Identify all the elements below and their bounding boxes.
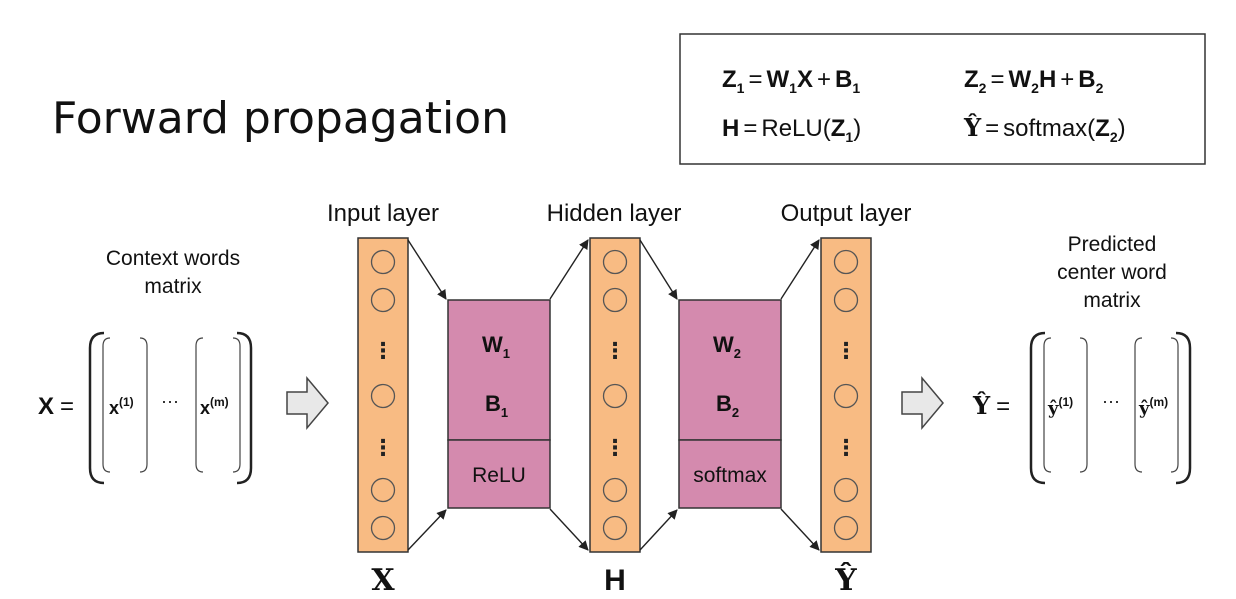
svg-text:⋮: ⋮ (604, 338, 626, 363)
context-right-bracket (236, 331, 253, 485)
page-title: Forward propagation (52, 93, 509, 144)
equation-z2: Z2=W2H+B2 (964, 66, 1104, 96)
softmax-label: softmax (693, 464, 767, 487)
svg-text:⋮: ⋮ (604, 435, 626, 460)
arrow-hidden-top-in (549, 239, 589, 300)
arrow-output-top (780, 239, 820, 300)
block-arrow-in-icon (286, 375, 329, 431)
context-col-first: x(1) (109, 395, 134, 418)
hidden-layer-column: ⋮ ⋮ (589, 237, 641, 553)
svg-text:⋮: ⋮ (835, 338, 857, 363)
input-symbol: X (371, 563, 395, 598)
w2-label: W2 (713, 332, 741, 361)
arrow-input-bottom (407, 509, 447, 551)
context-ellipsis: ··· (161, 391, 179, 411)
arrow-output-bottom (780, 508, 820, 551)
predicted-center-word-matrix: Predicted center word matrix Ŷ= ŷ(1) ···… (972, 233, 1192, 485)
block-arrow-out-icon (901, 375, 944, 431)
equation-z1: Z1=W1X+B1 (722, 66, 860, 96)
equations-box: Z1=W1X+B1 Z2=W2H+B2 H=ReLU(Z1) Ŷ=softmax… (679, 33, 1206, 165)
b2-label: B2 (716, 391, 739, 420)
context-label-line1: Context words (106, 247, 240, 270)
arrow-hidden-bottom-out (639, 509, 678, 551)
equation-h: H=ReLU(Z1) (722, 115, 861, 145)
output-layer-column: ⋮ ⋮ (820, 237, 872, 553)
predicted-label-line3: matrix (1083, 289, 1141, 312)
predicted-ellipsis: ··· (1102, 391, 1120, 411)
b1-label: B1 (485, 391, 508, 420)
arrow-input-top (407, 239, 447, 300)
hidden-symbol: H (604, 564, 626, 597)
predicted-symbol: Ŷ= (972, 391, 1010, 420)
predicted-col-first: ŷ(1) (1047, 395, 1073, 419)
output-layer-label: Output layer (781, 200, 912, 227)
svg-text:⋮: ⋮ (372, 338, 394, 363)
predicted-label-line2: center word (1057, 261, 1167, 284)
w1-label: W1 (482, 332, 510, 361)
context-col-last: x(m) (200, 395, 229, 418)
equation-yhat: Ŷ=softmax(Z2) (963, 113, 1126, 145)
arrow-hidden-top-out (639, 239, 678, 300)
weights2-block: W2 B2 softmax (678, 299, 782, 509)
output-symbol: Ŷ (834, 562, 857, 598)
context-words-matrix: Context words matrix X= x(1) ··· x(m) (38, 247, 253, 485)
predicted-right-bracket (1175, 331, 1192, 485)
input-layer-label: Input layer (327, 200, 439, 227)
context-symbol: X= (38, 393, 74, 420)
predicted-col-last: ŷ(m) (1138, 395, 1168, 419)
arrow-hidden-bottom-in (549, 508, 589, 551)
context-left-bracket (88, 331, 105, 485)
weights1-block: W1 B1 ReLU (447, 299, 551, 509)
svg-text:⋮: ⋮ (835, 435, 857, 460)
connection-arrows (407, 239, 820, 551)
hidden-layer-label: Hidden layer (547, 200, 682, 227)
input-layer-column: ⋮ ⋮ (357, 237, 409, 553)
predicted-left-bracket (1029, 331, 1046, 485)
relu-label: ReLU (472, 464, 526, 487)
predicted-label-line1: Predicted (1068, 233, 1157, 256)
svg-text:⋮: ⋮ (372, 435, 394, 460)
context-label-line2: matrix (144, 275, 202, 298)
